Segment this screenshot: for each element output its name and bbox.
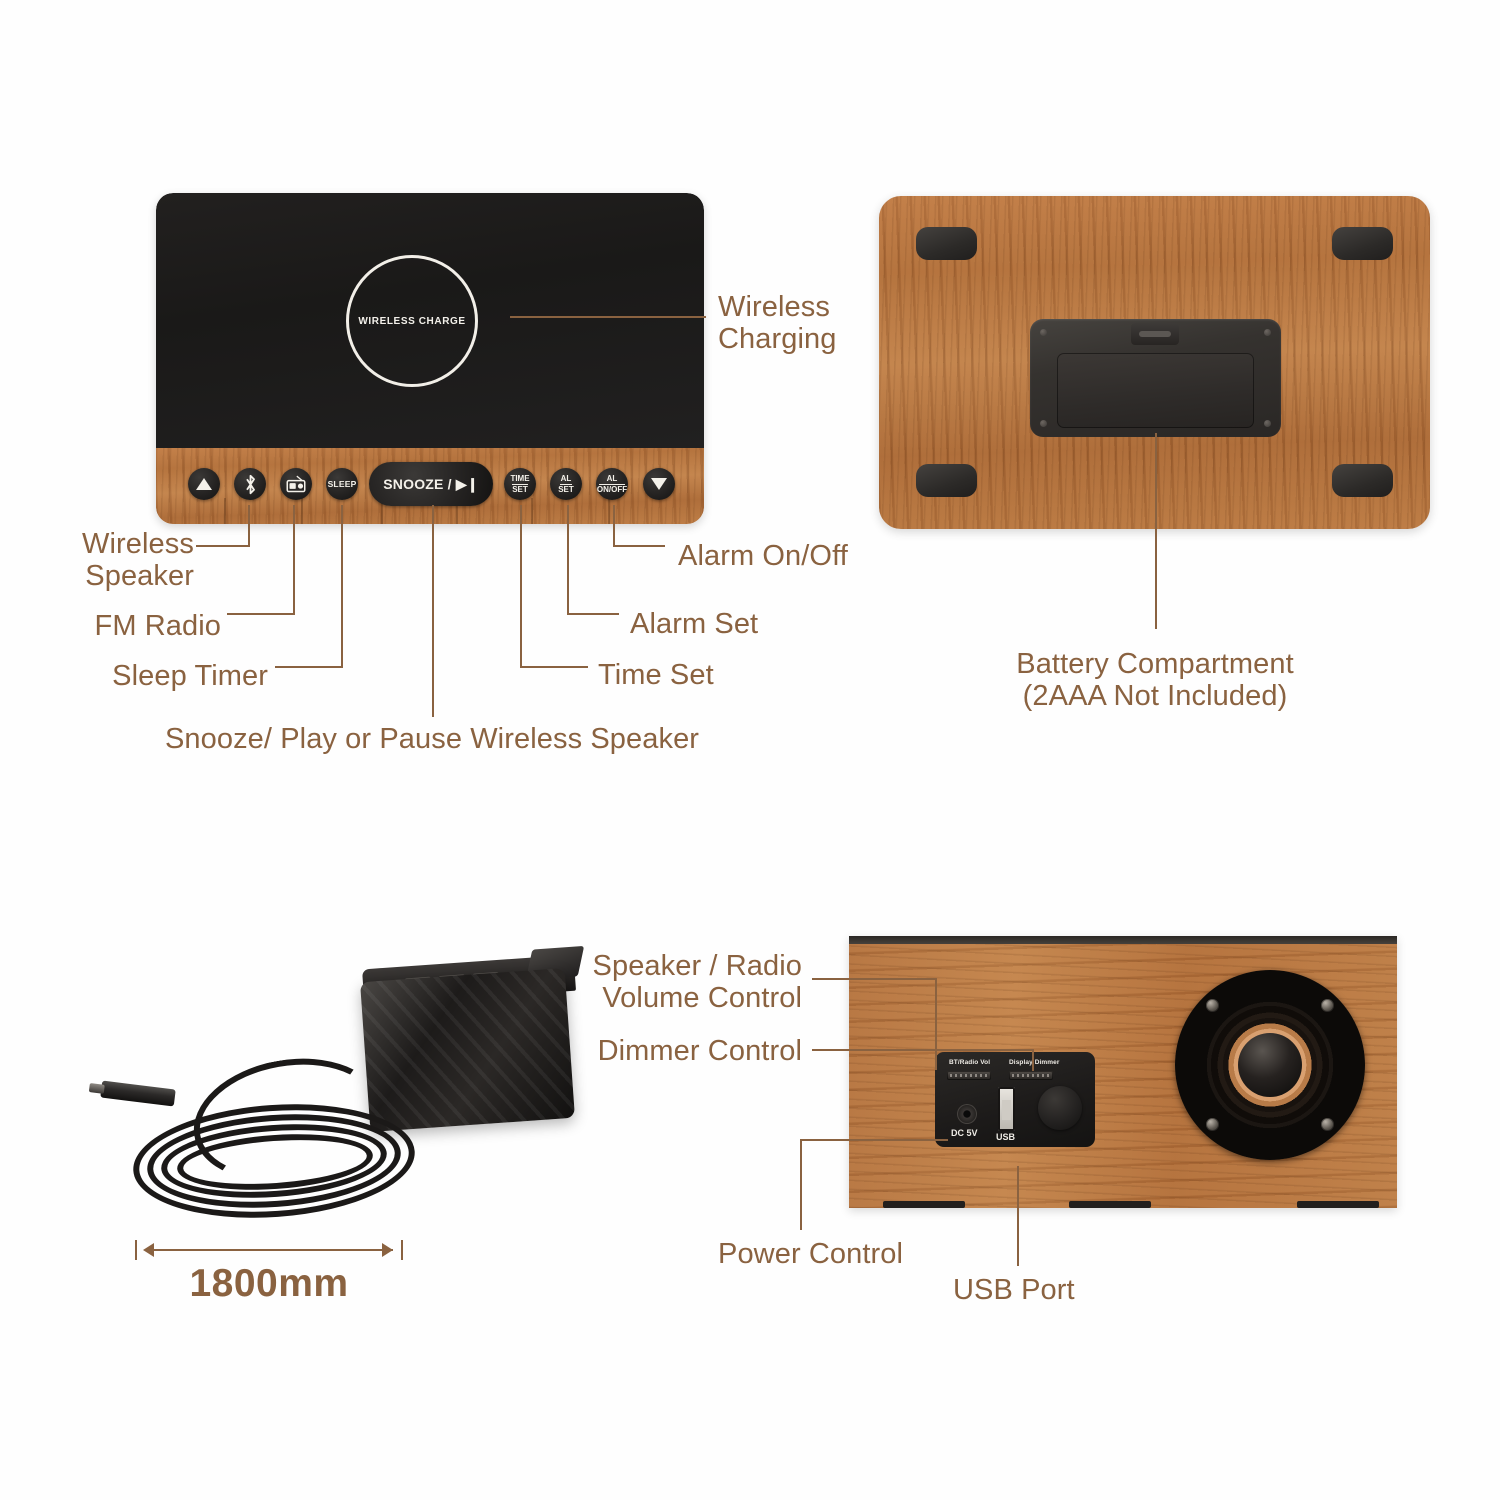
button-sleep[interactable]: SLEEP (326, 468, 358, 500)
leader-fm-radio-v (293, 505, 295, 615)
leader-alarm-onoff-h (613, 545, 665, 547)
rear-panel-view: BT/Radio Vol Display Dimmer DC 5V USB (849, 936, 1397, 1208)
bluetooth-icon (245, 474, 255, 494)
triangle-down-icon (651, 478, 667, 490)
io-control-plate: BT/Radio Vol Display Dimmer DC 5V USB (935, 1052, 1095, 1147)
leader-wireless-charging (510, 316, 706, 318)
leader-time-set-v (520, 505, 522, 668)
dimmer-knob[interactable] (1038, 1086, 1082, 1130)
leader-battery-compartment (1155, 433, 1157, 629)
cabinet-foot (1297, 1201, 1379, 1208)
battery-door-tab[interactable] (1131, 323, 1179, 345)
button-alarm-set-label: AL SET (558, 473, 574, 494)
leader-wireless-speaker-h (196, 545, 250, 547)
callout-snooze: Snooze/ Play or Pause Wireless Speaker (164, 723, 700, 755)
callout-wireless-speaker: Wireless Speaker (82, 528, 194, 593)
callout-battery-compartment: Battery Compartment (2AAA Not Included) (1016, 648, 1294, 713)
callout-dimmer-control: Dimmer Control (597, 1035, 802, 1067)
button-alarm-onoff[interactable]: AL ON/OFF (596, 468, 628, 500)
rubber-foot (1332, 464, 1393, 497)
leader-usb-v (1017, 1166, 1019, 1266)
cabinet-foot (883, 1201, 965, 1208)
power-adapter-view (85, 945, 605, 1255)
button-sleep-label: SLEEP (327, 479, 357, 489)
rubber-foot (1332, 227, 1393, 260)
underside-view (879, 196, 1430, 529)
leader-time-set-h (520, 666, 588, 668)
button-snooze-label: SNOOZE / ▶❙ (383, 475, 479, 492)
dc-label: DC 5V (951, 1128, 978, 1138)
leader-volume-h (812, 978, 937, 980)
callout-sleep-timer: Sleep Timer (112, 660, 268, 692)
leader-dimmer-v (1032, 1049, 1034, 1071)
button-time-set-label: TIME SET (510, 473, 530, 494)
rubber-foot (916, 227, 977, 260)
wireless-charge-label: WIRELESS CHARGE (358, 315, 466, 327)
button-alarm-onoff-label: AL ON/OFF (596, 473, 628, 494)
dimmer-slider[interactable] (1009, 1071, 1053, 1080)
leader-sleep-timer-h (275, 666, 343, 668)
leader-power-h (800, 1139, 948, 1141)
battery-compartment-plate (1030, 319, 1281, 437)
radio-icon (286, 475, 306, 493)
cable-length-dimension (135, 1240, 403, 1260)
leader-alarm-onoff-v (613, 505, 615, 547)
button-fm-radio[interactable] (280, 468, 312, 500)
button-snooze[interactable]: SNOOZE / ▶❙ (369, 462, 493, 506)
rubber-foot (916, 464, 977, 497)
cabinet-foot (1069, 1201, 1151, 1208)
leader-sleep-timer-v (341, 505, 343, 668)
callout-usb-port: USB Port (953, 1274, 1075, 1306)
cable-length-label: 1800mm (189, 1262, 349, 1305)
callout-alarm-set: Alarm Set (630, 608, 759, 640)
button-time-set[interactable]: TIME SET (504, 468, 536, 500)
leader-alarm-set-h (567, 613, 619, 615)
leader-alarm-set-v (567, 505, 569, 615)
speaker-driver (1175, 970, 1365, 1160)
button-up-arrow[interactable] (188, 468, 220, 500)
dc-power-jack[interactable] (957, 1104, 977, 1124)
cabinet-top-edge (849, 936, 1397, 944)
volume-slider[interactable] (947, 1071, 991, 1080)
wireless-charge-pad[interactable]: WIRELESS CHARGE (346, 255, 478, 387)
callout-alarm-onoff: Alarm On/Off (678, 540, 848, 572)
speaker-dome (1237, 1032, 1303, 1098)
button-bluetooth[interactable] (234, 468, 266, 500)
slider-volume-label: BT/Radio Vol (949, 1059, 991, 1066)
callout-power-control: Power Control (718, 1238, 904, 1270)
leader-wireless-speaker-v (248, 505, 250, 547)
usb-port[interactable] (998, 1087, 1015, 1131)
leader-power-v (800, 1139, 802, 1230)
leader-dimmer-h (812, 1049, 1034, 1051)
callout-fm-radio: FM Radio (94, 610, 221, 642)
leader-snooze-v (432, 505, 434, 717)
callout-time-set: Time Set (598, 659, 714, 691)
leader-volume-v (935, 978, 937, 1070)
slider-dimmer-label: Display Dimmer (1009, 1059, 1060, 1066)
callout-wireless-charging: Wireless Charging (718, 291, 837, 356)
glass-top-surface: WIRELESS CHARGE (156, 193, 704, 448)
top-control-panel-view: WIRELESS CHARGE (156, 193, 704, 524)
triangle-up-icon (196, 478, 212, 490)
callout-volume-control: Speaker / Radio Volume Control (592, 950, 802, 1015)
dc-barrel-plug (100, 1080, 176, 1107)
button-row-wood-strip: SLEEP SNOOZE / ▶❙ TIME SET AL SET (156, 448, 704, 524)
usb-label: USB (996, 1132, 1016, 1142)
button-down-arrow[interactable] (643, 468, 675, 500)
button-alarm-set[interactable]: AL SET (550, 468, 582, 500)
leader-fm-radio-h (227, 613, 295, 615)
battery-door[interactable] (1057, 353, 1254, 428)
